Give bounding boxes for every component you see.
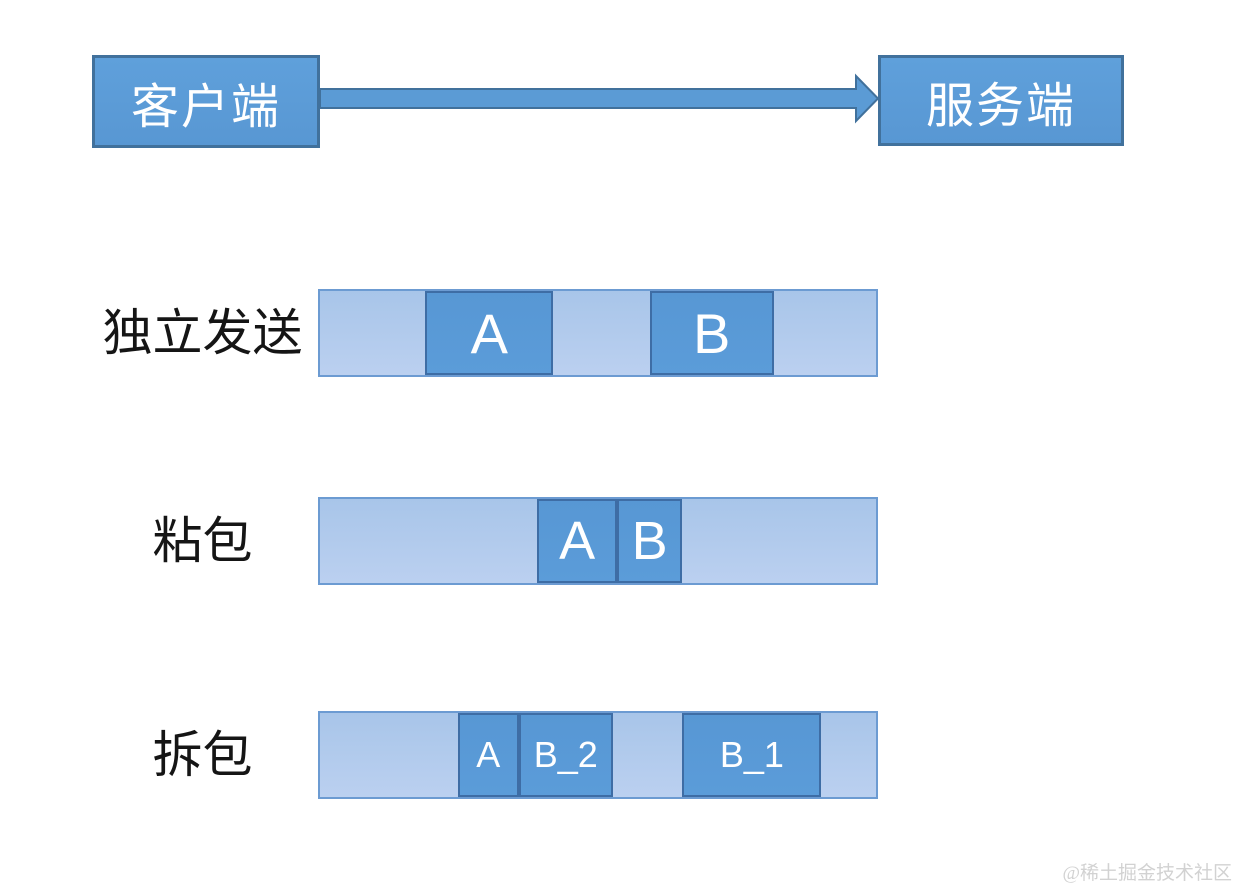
packet-segment-b: B xyxy=(649,291,774,375)
buffer-segment xyxy=(773,291,877,375)
packet-segment-b_1: B_1 xyxy=(682,713,822,797)
buffer-segment xyxy=(320,499,538,583)
buffer-segment xyxy=(320,713,458,797)
arrow-client-to-server xyxy=(319,73,880,124)
packet-segment-b_2: B_2 xyxy=(518,713,613,797)
row-label: 粘包 xyxy=(152,513,253,569)
packet-segment-a: A xyxy=(458,713,519,797)
packet-segment-b: B xyxy=(616,499,683,583)
buffer-segment xyxy=(682,499,876,583)
arrow-shape xyxy=(319,73,880,124)
watermark: @稀土掘金技术社区 xyxy=(1062,863,1233,884)
client-box: 客户端 xyxy=(92,55,320,148)
row-label: 拆包 xyxy=(152,727,253,783)
buffer-segment xyxy=(320,291,426,375)
packet-segment-a: A xyxy=(425,291,554,375)
buffer-segment xyxy=(553,291,650,375)
buffer-segment xyxy=(821,713,876,797)
server-box-label: 服务端 xyxy=(925,79,1076,133)
server-box: 服务端 xyxy=(878,55,1124,146)
client-box-label: 客户端 xyxy=(130,80,281,134)
row-label: 独立发送 xyxy=(102,305,303,361)
packet-segment-a: A xyxy=(537,499,617,583)
buffer-segment xyxy=(612,713,683,797)
